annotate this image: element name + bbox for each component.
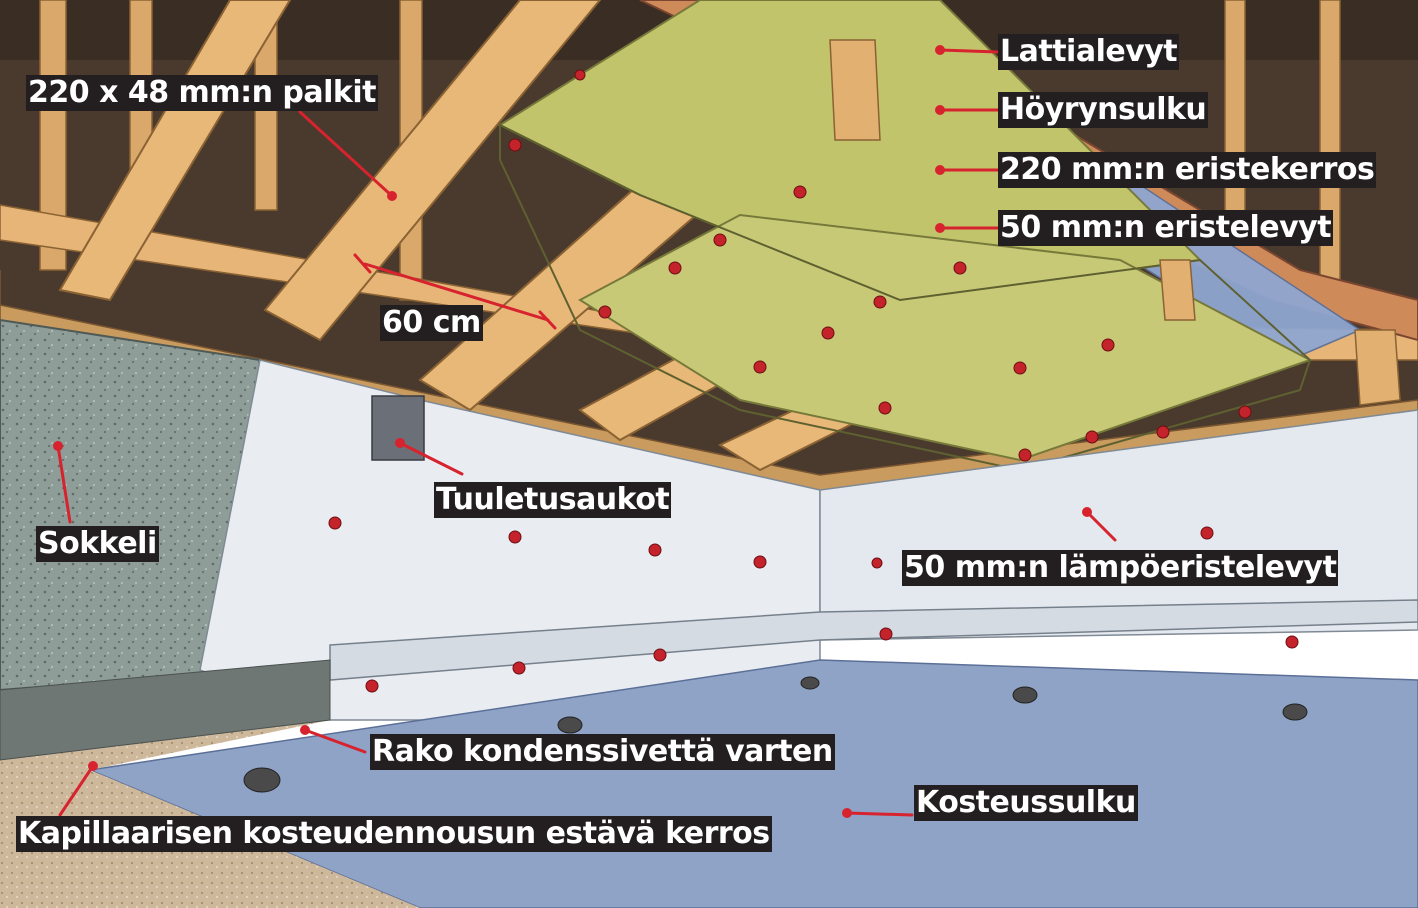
insulation-batt-edge xyxy=(499,123,1312,472)
label-kapillaarinen: Kapillaarisen kosteudennousun estävä ker… xyxy=(16,816,772,852)
support-blocks xyxy=(829,39,1401,406)
label-spacing: 60 cm xyxy=(380,305,483,341)
fasteners xyxy=(328,69,1299,693)
label-hoyrynsulku: Höyrynsulku xyxy=(998,92,1209,128)
label-lampoeristelevyt: 50 mm:n lämpöeristelevyt xyxy=(902,550,1339,586)
label-eristekerros: 220 mm:n eristekerros xyxy=(998,152,1377,188)
label-kosteussulku: Kosteussulku xyxy=(914,785,1138,821)
label-sokkeli: Sokkeli xyxy=(36,526,159,562)
stones xyxy=(243,676,1308,793)
capillary-layer xyxy=(0,720,420,908)
plinth-base xyxy=(0,659,331,761)
label-rako: Rako kondenssivettä varten xyxy=(370,734,835,770)
label-lattialevyt: Lattialevyt xyxy=(998,34,1180,70)
label-tuuletusaukot: Tuuletusaukot xyxy=(434,482,672,518)
label-eristelevyt: 50 mm:n eristelevyt xyxy=(998,210,1334,246)
leader-lines xyxy=(53,45,1117,818)
label-palkit: 220 x 48 mm:n palkit xyxy=(26,75,378,111)
